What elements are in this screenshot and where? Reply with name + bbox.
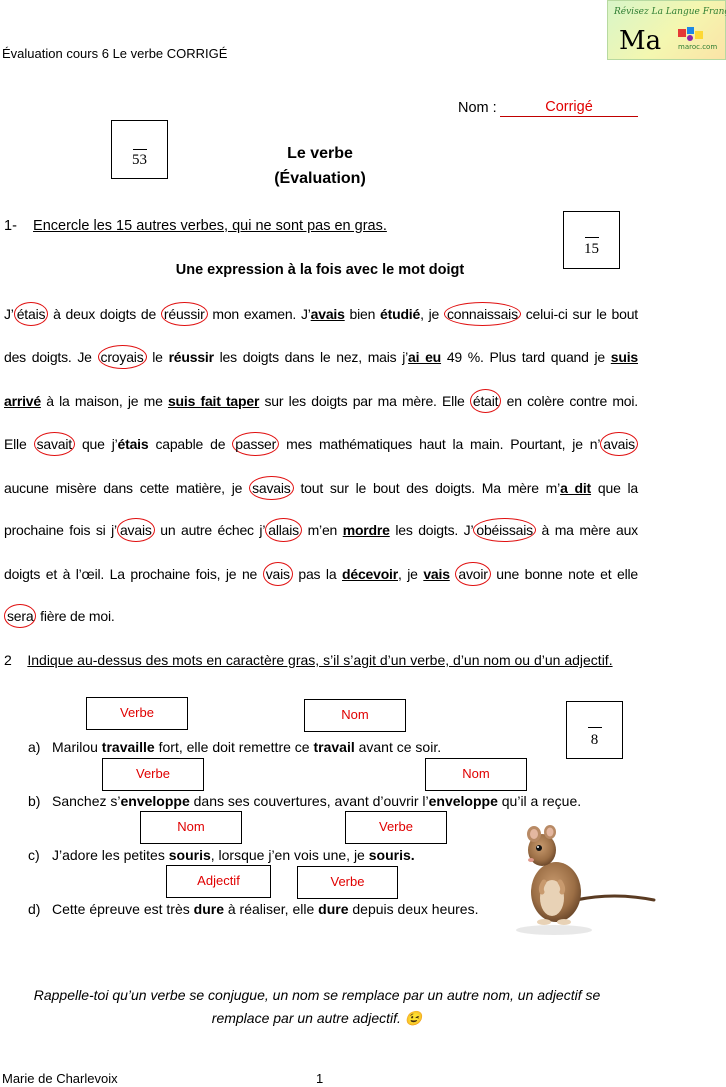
answer-box[interactable]: Verbe	[102, 758, 204, 791]
q1-score-box: 15	[563, 211, 620, 269]
bold-verb: décevoir	[342, 566, 398, 582]
answer-box[interactable]: Adjectif	[166, 865, 271, 898]
q2-score: 8	[590, 732, 599, 748]
q1-score: 15	[584, 241, 599, 257]
circled-verb: avais	[600, 432, 638, 456]
name-label: Nom :	[458, 100, 497, 116]
total-score-box: 53	[111, 120, 168, 179]
paragraph-line: arrivé à la maison, je me suis fait tape…	[4, 389, 638, 413]
list-item: c)J’adore les petites souris, lorsque j’…	[28, 847, 415, 863]
question-number: 1-	[4, 218, 17, 234]
wink-emoji-icon: 😉	[404, 1010, 423, 1026]
answer-box[interactable]: Verbe	[345, 811, 447, 844]
circled-verb: avoir	[455, 562, 491, 586]
site-logo: Révisez La Langue Française Ma maroc.com	[607, 0, 726, 60]
bold-verb: arrivé	[4, 393, 41, 409]
total-score: 53	[132, 152, 147, 168]
circled-verb: sera	[4, 604, 37, 628]
toys-icon	[678, 27, 703, 41]
bold-verb: a dit	[560, 480, 592, 496]
bold-verb: réussir	[168, 349, 214, 365]
question-number: 2	[4, 652, 12, 668]
answer-box[interactable]: Nom	[425, 758, 527, 791]
reminder-line-1: Rappelle-toi qu’un verbe se conjugue, un…	[33, 987, 601, 1003]
answer-box[interactable]: Verbe	[86, 697, 188, 730]
bold-verb: mordre	[342, 522, 390, 538]
logo-tagline: Révisez La Langue Française	[614, 7, 726, 17]
paragraph-line: des doigts. Je croyais le réussir les do…	[4, 345, 638, 369]
bold-verb: ai eu	[408, 349, 442, 365]
page-title: Le verbe	[287, 145, 353, 162]
bold-verb: suis fait taper	[167, 393, 260, 409]
circled-verb: croyais	[97, 345, 147, 369]
circled-verb: réussir	[160, 302, 208, 326]
paragraph-title: Une expression à la fois avec le mot doi…	[175, 262, 465, 278]
circled-verb: étais	[13, 302, 49, 326]
bold-verb: vais	[423, 566, 450, 582]
answer-box[interactable]: Nom	[140, 811, 242, 844]
reminder-note: Rappelle-toi qu’un verbe se conjugue, un…	[10, 984, 624, 1030]
circled-verb: avais	[116, 518, 155, 542]
bold-verb: étais	[117, 436, 149, 452]
circled-verb: savait	[33, 432, 75, 456]
circled-verb: était	[469, 389, 502, 413]
bold-verb: avais	[310, 306, 345, 322]
question-2: 2 Indique au-dessus des mots en caractèr…	[4, 652, 613, 668]
circled-verb: connaissais	[443, 302, 521, 326]
circled-verb: vais	[262, 562, 293, 586]
logo-brand: Ma	[619, 26, 662, 56]
name-field[interactable]: Corrigé	[500, 99, 638, 117]
page-number: 1	[316, 1071, 324, 1086]
bold-verb: étudié	[380, 306, 421, 322]
paragraph-line: J’étais à deux doigts de réussir mon exa…	[4, 302, 638, 326]
circled-verb: obéissais	[473, 518, 536, 542]
question-instruction: Encercle les 15 autres verbes, qui ne so…	[33, 218, 387, 234]
paragraph-line: sera fière de moi.	[4, 604, 638, 628]
reminder-line-2: remplace par un autre adjectif. 😉	[211, 1010, 423, 1026]
question-1: 1- Encercle les 15 autres verbes, qui ne…	[4, 218, 387, 234]
circled-verb: allais	[265, 518, 302, 542]
page-subtitle: (Évaluation)	[274, 170, 366, 187]
list-item: b)Sanchez s’enveloppe dans ses couvertur…	[28, 793, 582, 809]
answer-box[interactable]: Verbe	[297, 866, 398, 899]
bold-verb: suis	[610, 349, 638, 365]
paragraph-line: Elle savait que j’étais capable de passe…	[4, 432, 638, 456]
mouse-image	[516, 825, 656, 935]
question-instruction: Indique au-dessus des mots en caractère …	[27, 652, 613, 668]
q2-score-box: 8	[566, 701, 623, 759]
document-header: Évaluation cours 6 Le verbe CORRIGÉ	[2, 46, 228, 61]
logo-url: maroc.com	[678, 43, 718, 51]
circled-verb: savais	[249, 476, 294, 500]
footer-author: Marie de Charlevoix	[2, 1071, 118, 1086]
list-item: d)Cette épreuve est très dure à réaliser…	[28, 901, 479, 917]
paragraph-line: aucune misère dans cette matière, je sav…	[4, 476, 638, 500]
paragraph-line: prochaine fois si j’avais un autre échec…	[4, 518, 638, 542]
list-item: a)Marilou travaille fort, elle doit reme…	[28, 739, 442, 755]
paragraph-line: doigts et à l’œil. La prochaine fois, je…	[4, 562, 638, 586]
circled-verb: passer	[232, 432, 280, 456]
answer-box[interactable]: Nom	[304, 699, 406, 732]
